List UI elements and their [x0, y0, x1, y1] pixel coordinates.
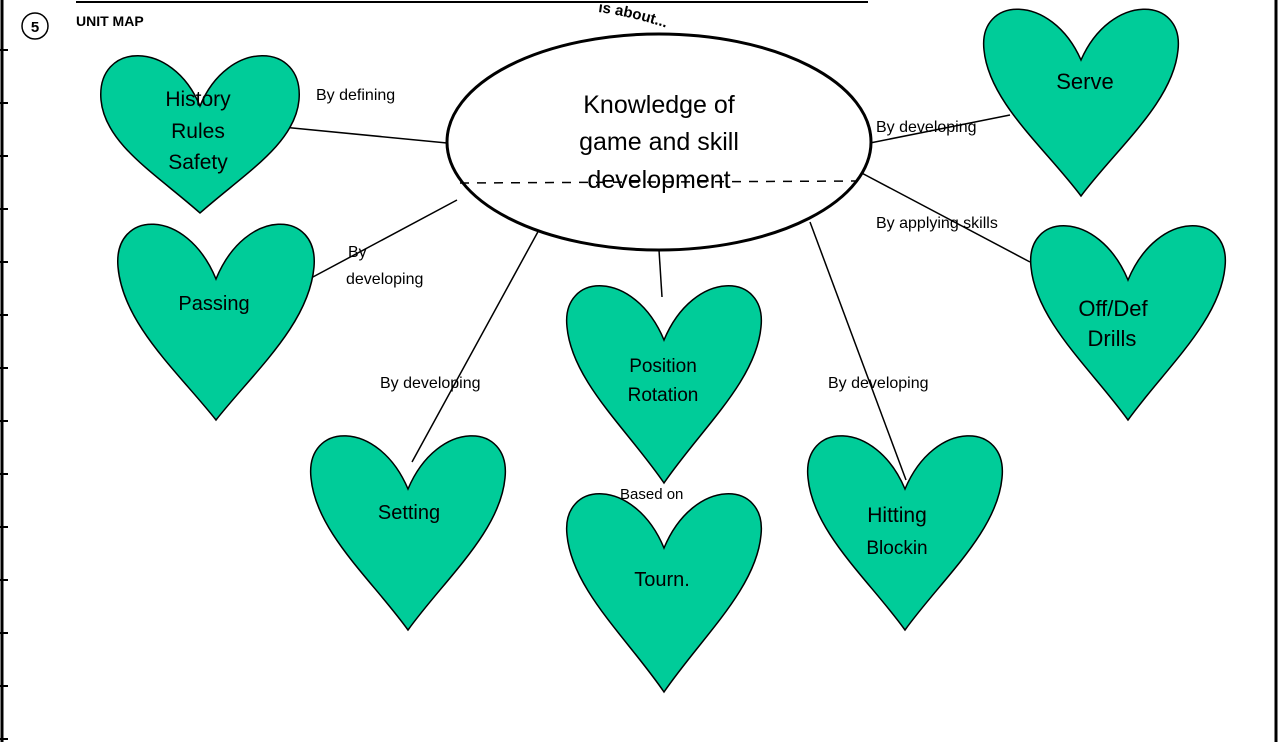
heart-label-hitting-1: Hitting	[867, 504, 927, 527]
heart-label-history-3: Safety	[168, 151, 228, 174]
central-ellipse	[445, 32, 873, 252]
heart-label-offdef-2: Drills	[1088, 326, 1137, 351]
heart-label-position-1: Position	[629, 356, 697, 377]
heart-label-tourn: Tourn.	[634, 569, 690, 591]
connector-offdef	[855, 169, 1031, 263]
connector-lines	[271, 114, 1031, 481]
heart-shape-hitting	[807, 435, 1003, 632]
heart-label-hitting-2: Blockin	[866, 538, 927, 559]
connector-setting	[411, 227, 541, 463]
link-label-passing-2: developing	[346, 271, 423, 288]
margin-ticks	[0, 49, 8, 740]
connector-hitting	[809, 221, 907, 481]
central-label-line-3: development	[587, 166, 730, 194]
link-label-serve: By developing	[876, 119, 977, 136]
link-label-setting: By developing	[380, 375, 481, 392]
connector-serve	[869, 114, 1011, 144]
heart-shape-offdef	[1030, 225, 1226, 422]
page-title: UNIT MAP	[76, 13, 144, 29]
link-labels: By defining By developing By developing …	[316, 87, 998, 503]
heart-label-passing: Passing	[178, 293, 249, 315]
heart-label-position-2: Rotation	[628, 385, 699, 406]
connector-passing	[310, 199, 458, 279]
central-concept: Knowledge of game and skill development	[445, 32, 873, 252]
heart-shape-tourn	[566, 493, 762, 694]
link-label-tourn: Based on	[620, 486, 683, 503]
link-label-history: By defining	[316, 87, 395, 104]
section-header: 5 UNIT MAP	[21, 12, 144, 40]
heart-shape-setting	[310, 435, 506, 632]
heart-label-setting: Setting	[378, 502, 440, 524]
heart-label-history-1: History	[165, 88, 231, 111]
link-label-offdef: By applying skills	[876, 215, 998, 232]
heart-shape-serve	[983, 8, 1179, 198]
heart-label-serve: Serve	[1056, 69, 1113, 94]
heart-labels: History Rules Safety Passing Setting Pos…	[165, 69, 1148, 591]
link-label-hitting: By developing	[828, 375, 929, 392]
section-number: 5	[31, 19, 39, 36]
connector-history	[271, 125, 448, 144]
link-label-passing-1: By	[348, 244, 367, 261]
heart-shape-passing	[117, 223, 315, 422]
central-label-line-2: game and skill	[579, 128, 739, 156]
connector-position	[658, 249, 663, 298]
heart-shape-position	[566, 285, 762, 485]
dashed-divider	[459, 180, 859, 184]
section-number-circle	[21, 12, 49, 40]
heart-label-offdef-1: Off/Def	[1078, 296, 1148, 321]
heart-shape-history	[100, 55, 300, 215]
heart-nodes	[100, 8, 1226, 694]
central-label-line-1: Knowledge of	[583, 91, 735, 119]
arc-label: is about...	[597, 0, 670, 31]
heart-label-history-2: Rules	[171, 120, 225, 143]
arc-label-text: is about...	[597, 0, 670, 31]
